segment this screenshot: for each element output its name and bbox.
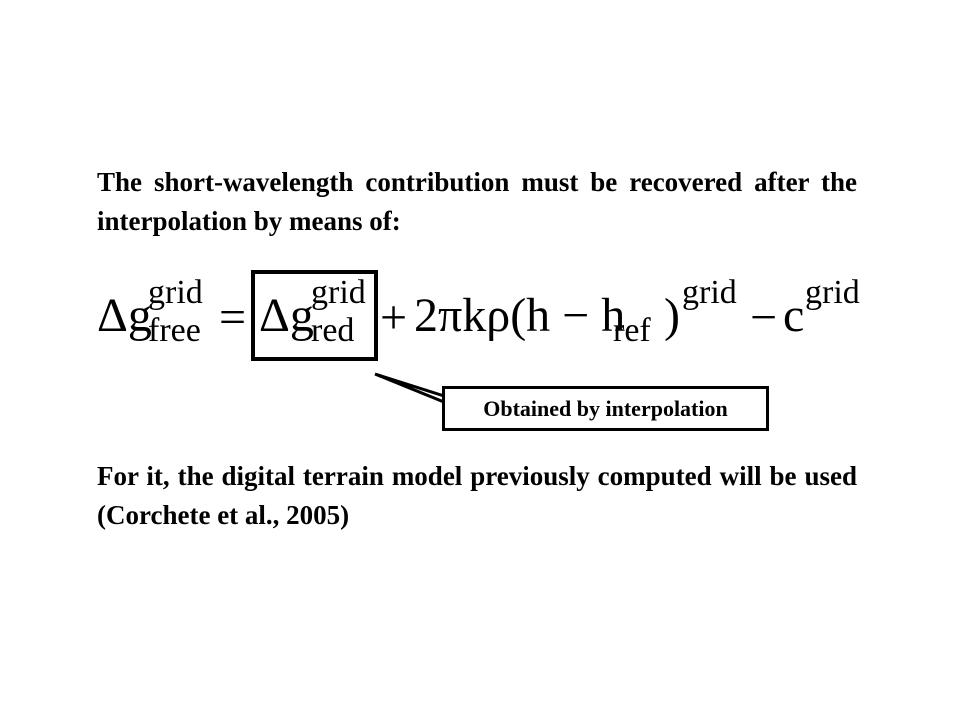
conclusion-paragraph: For it, the digital terrain model previo… <box>97 461 857 530</box>
callout-label: Obtained by interpolation <box>483 395 728 421</box>
interpolated-term-highlight-box <box>251 270 378 361</box>
callout-box: Obtained by interpolation <box>442 386 769 431</box>
intro-paragraph: The short-wavelength contribution must b… <box>97 167 857 236</box>
